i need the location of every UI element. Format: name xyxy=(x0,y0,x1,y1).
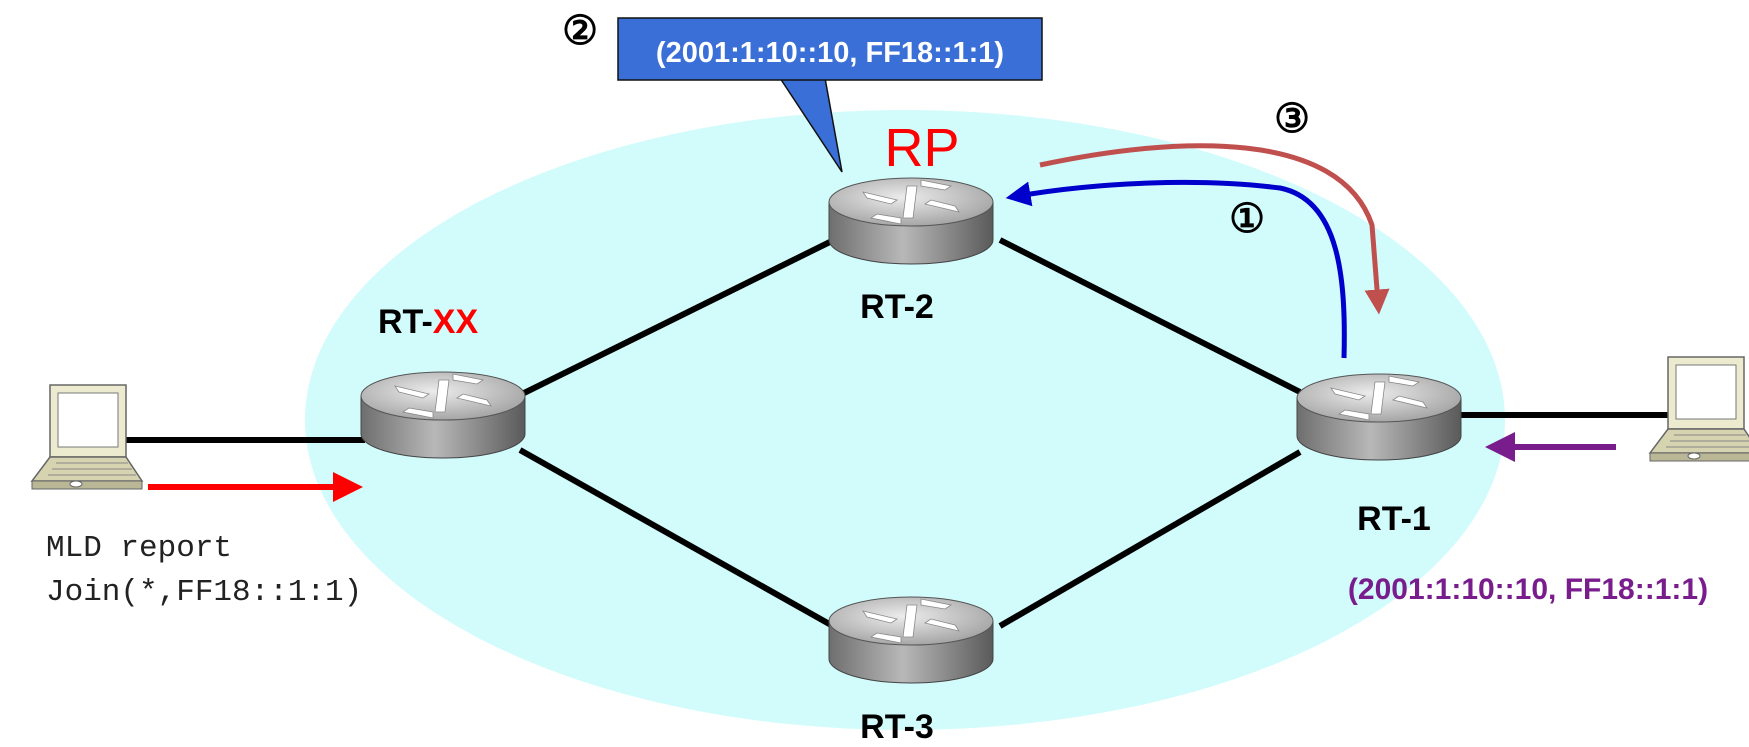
step3-arrow xyxy=(1039,143,1390,315)
mld-report-line2: Join(*,FF18::1:1) xyxy=(46,575,362,610)
router-icon xyxy=(360,371,526,459)
rtxx-label-suffix: XX xyxy=(433,303,479,341)
router-icon xyxy=(1296,373,1462,461)
multicast-domain-area xyxy=(305,110,1505,730)
mld-report-line1: MLD report xyxy=(46,531,232,566)
rt3-label: RT-3 xyxy=(860,708,934,746)
callout-text: (2001:1:10::10, FF18::1:1) xyxy=(656,37,1004,69)
laptop-icon xyxy=(31,384,143,490)
rt1-label: RT-1 xyxy=(1357,500,1431,538)
rt2-label: RT-2 xyxy=(860,288,934,326)
step1-arrow xyxy=(1005,179,1347,359)
laptop-icon xyxy=(1649,356,1749,462)
step1-marker: ① xyxy=(1229,197,1265,241)
step2-marker: ② xyxy=(562,9,598,53)
source-group-label: (2001:1:10::10, FF18::1:1) xyxy=(1348,573,1708,606)
link-rtxx-rt2 xyxy=(518,234,842,398)
router-icon xyxy=(828,177,994,265)
rp-label: RP xyxy=(884,118,959,178)
link-rt3-rt1 xyxy=(998,449,1302,629)
rtxx-label: RT-XX xyxy=(378,303,478,341)
step3-marker: ③ xyxy=(1274,97,1310,141)
link-rtxx-rt3 xyxy=(518,447,842,633)
link-rt2-rt1 xyxy=(998,237,1302,395)
callout-box xyxy=(617,17,1043,81)
router-icon xyxy=(828,596,994,684)
network-links xyxy=(125,234,1668,633)
rtxx-label-prefix: RT- xyxy=(378,303,433,341)
